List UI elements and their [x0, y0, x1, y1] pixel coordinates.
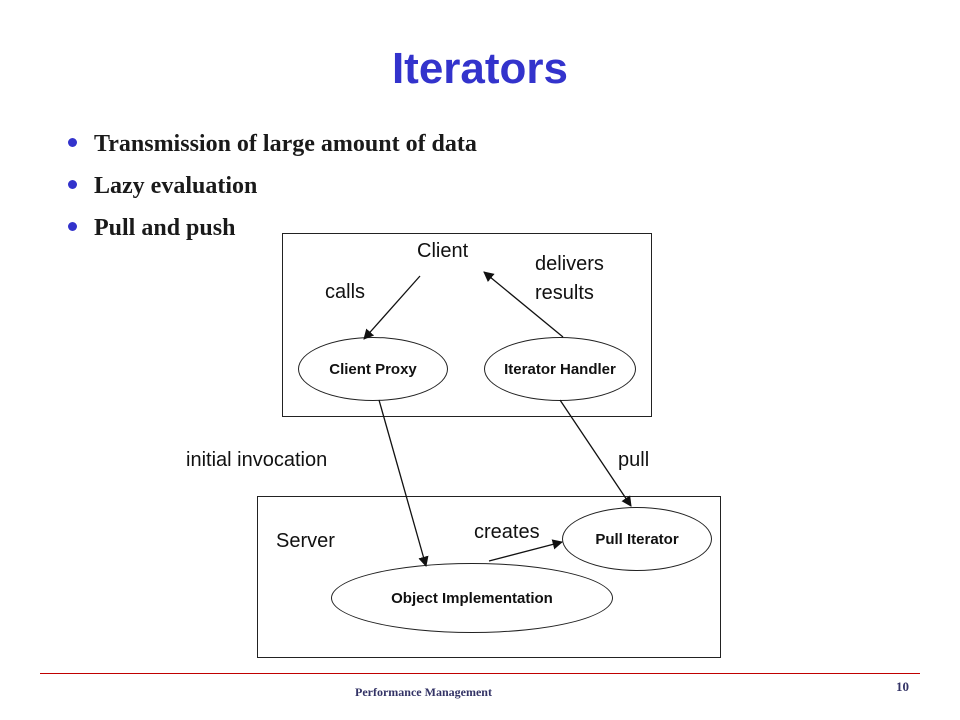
initial-invocation-label: initial invocation [186, 449, 328, 471]
pull-label: pull [618, 449, 650, 471]
bullet-text: Lazy evaluation [94, 173, 258, 199]
server-label: Server [276, 530, 335, 552]
delivers-label: delivers [535, 253, 604, 275]
creates-arrow [488, 539, 564, 562]
bullet-item: Pull and push [64, 210, 477, 252]
bullet-text: Transmission of large amount of data [94, 131, 477, 157]
bullet-text: Pull and push [94, 215, 236, 241]
results-label: results [535, 282, 594, 304]
footer-text: Performance Management [355, 685, 492, 699]
delivers-results-arrow [483, 271, 564, 338]
slide-title: Iterators [391, 44, 569, 93]
footer-divider [40, 673, 920, 674]
client-label: Client [417, 240, 469, 262]
bullet-dot-icon [68, 138, 77, 147]
calls-arrow [363, 275, 421, 340]
bullet-list: Transmission of large amount of data Laz… [64, 126, 477, 252]
calls-label: calls [325, 281, 366, 303]
pull-iterator-node: Pull Iterator [562, 507, 712, 571]
creates-label: creates [474, 521, 540, 543]
bullet-dot-icon [68, 180, 77, 189]
iterator-handler-node: Iterator Handler [484, 337, 636, 401]
page-number: 10 [896, 679, 909, 694]
object-implementation-node: Object Implementation [331, 563, 613, 633]
bullet-item: Transmission of large amount of data [64, 126, 477, 168]
client-proxy-node: Client Proxy [298, 337, 448, 401]
pull-arrow [559, 399, 632, 507]
bullet-item: Lazy evaluation [64, 168, 477, 210]
bullet-dot-icon [68, 222, 77, 231]
initial-invocation-arrow [378, 399, 429, 568]
